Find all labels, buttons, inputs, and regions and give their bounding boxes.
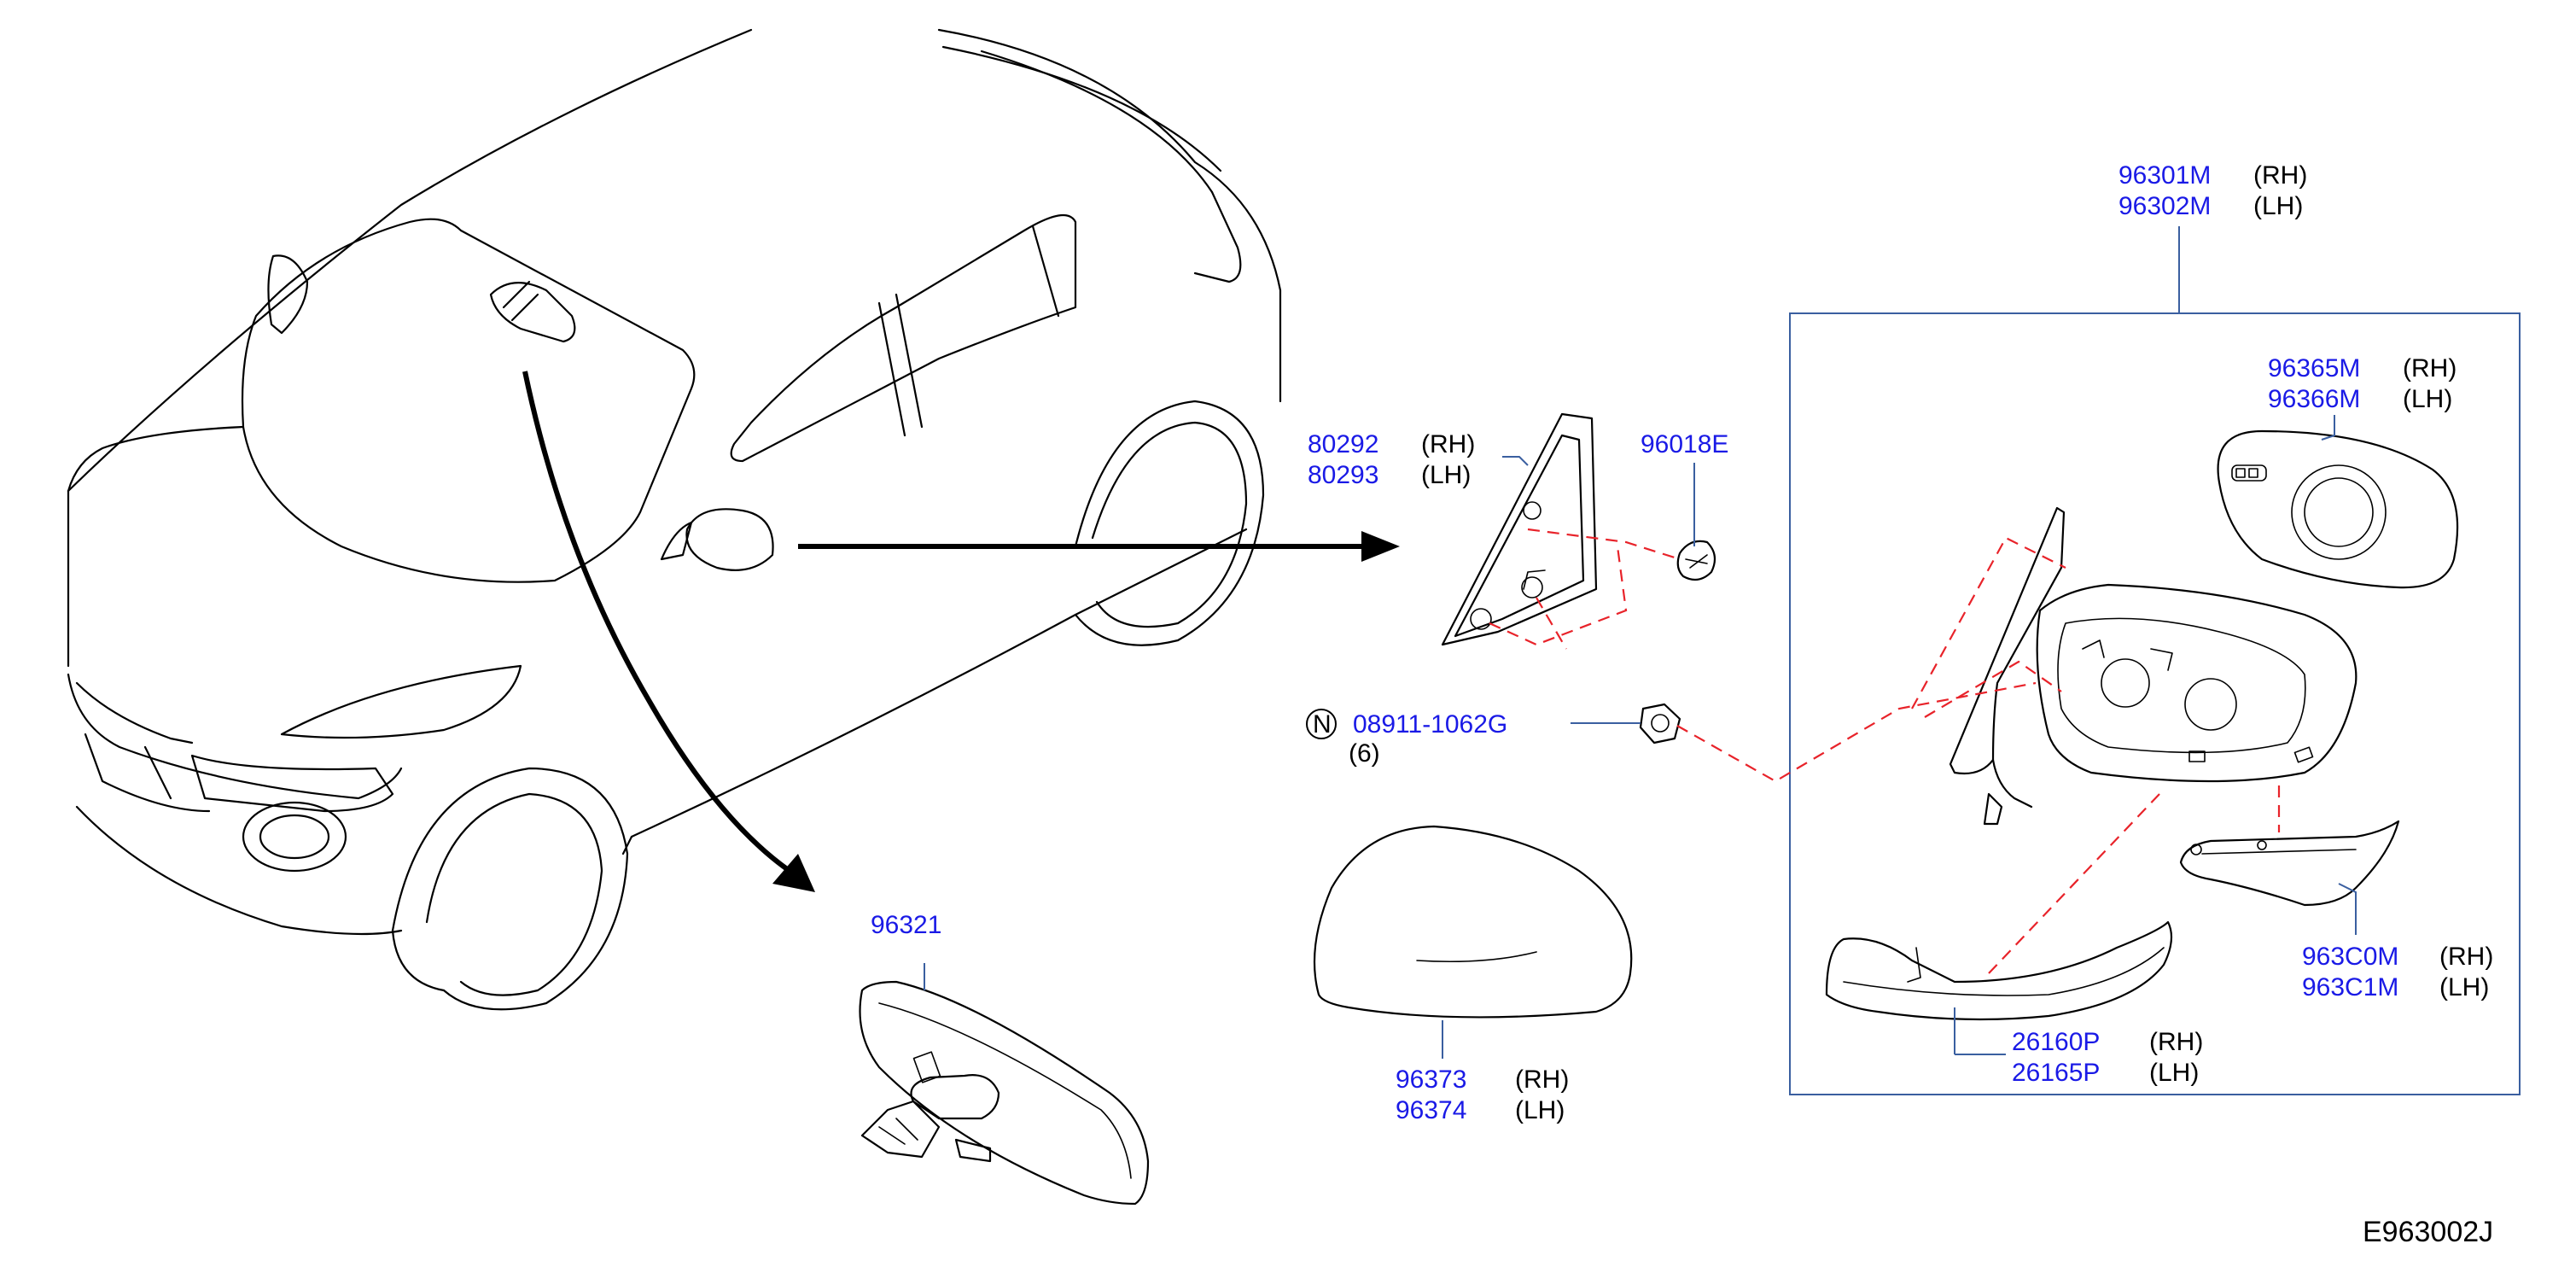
label-96373: 96373 bbox=[1396, 1066, 1466, 1094]
label-96365M: 96365M bbox=[2268, 354, 2360, 382]
assembly-dashed-lines bbox=[1489, 528, 2281, 974]
clip-part bbox=[1676, 540, 1716, 581]
label-96374: 96374 bbox=[1396, 1096, 1466, 1124]
label-96301M-side: (RH) bbox=[2253, 161, 2307, 190]
arrow-head-down bbox=[772, 854, 815, 892]
part-labels: 80292 (RH) 80293 (LH) 96018E N 08911-106… bbox=[871, 161, 2493, 1248]
label-26160P-side: (RH) bbox=[2149, 1028, 2203, 1056]
callout-arrows bbox=[522, 371, 1400, 892]
label-96321: 96321 bbox=[871, 911, 941, 939]
nut-symbol-circle bbox=[1306, 709, 1337, 739]
nut-part bbox=[1639, 703, 1681, 744]
arrow-head-right bbox=[1361, 531, 1400, 562]
label-26165P: 26165P bbox=[2012, 1059, 2100, 1087]
label-963C1M: 963C1M bbox=[2302, 973, 2398, 1001]
label-963C1M-side: (LH) bbox=[2439, 973, 2489, 1001]
label-08911-qty: (6) bbox=[1349, 739, 1380, 768]
label-96018E: 96018E bbox=[1641, 430, 1728, 458]
turn-signal-lamp-part bbox=[2179, 820, 2400, 907]
label-80292: 80292 bbox=[1308, 430, 1378, 458]
lamp-base-part bbox=[1825, 920, 2173, 1021]
vehicle-illustration bbox=[67, 28, 1282, 1011]
label-80292-side: (RH) bbox=[1421, 430, 1475, 458]
label-963C0M: 963C0M bbox=[2302, 943, 2398, 971]
diagram-code: E963002J bbox=[2363, 1216, 2493, 1248]
label-08911: 08911-1062G bbox=[1353, 710, 1507, 739]
corner-finisher-part bbox=[1441, 412, 1598, 646]
nut-symbol: N bbox=[1313, 710, 1332, 739]
label-96365M-side: (RH) bbox=[2403, 354, 2457, 382]
label-96366M-side: (LH) bbox=[2403, 385, 2452, 413]
label-96374-side: (LH) bbox=[1515, 1096, 1565, 1124]
label-96302M-side: (LH) bbox=[2253, 192, 2303, 220]
mirror-glass-part bbox=[2217, 429, 2459, 589]
label-96373-side: (RH) bbox=[1515, 1066, 1569, 1094]
label-80293-side: (LH) bbox=[1421, 461, 1471, 489]
label-96366M: 96366M bbox=[2268, 385, 2360, 413]
label-80293: 80293 bbox=[1308, 461, 1378, 489]
label-96301M: 96301M bbox=[2118, 161, 2211, 190]
label-26160P: 26160P bbox=[2012, 1028, 2100, 1056]
inside-mirror-part bbox=[859, 980, 1150, 1206]
mirror-housing-part bbox=[1949, 506, 2357, 826]
label-96302M: 96302M bbox=[2118, 192, 2211, 220]
label-26165P-side: (LH) bbox=[2149, 1059, 2199, 1087]
leader-lines bbox=[924, 226, 2357, 1059]
assembly-frame bbox=[1789, 312, 2521, 1095]
label-963C0M-side: (RH) bbox=[2439, 943, 2493, 971]
mirror-cover-part bbox=[1313, 825, 1633, 1019]
